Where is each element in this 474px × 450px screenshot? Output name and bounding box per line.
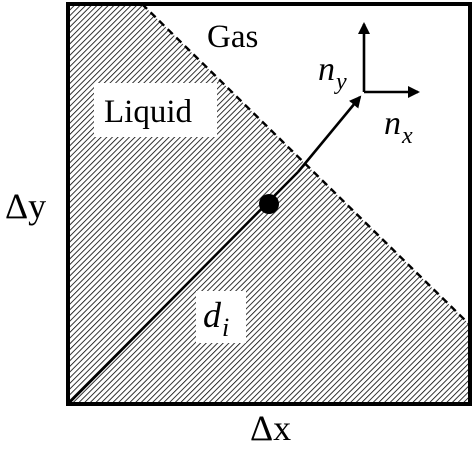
distance-line: [69, 171, 299, 403]
distance-label-box: [196, 291, 246, 343]
normal-arrow: [296, 95, 362, 173]
liquid-label: Liquid: [104, 94, 192, 130]
normal-y-label: ny: [318, 51, 347, 95]
cell-border: [66, 2, 472, 406]
liquid-label-box: [94, 83, 217, 137]
delta-x-label: Δx: [250, 408, 291, 448]
interface-centroid-dot: [259, 194, 279, 214]
gas-label: Gas: [207, 19, 258, 55]
distance-label: di: [203, 295, 229, 342]
normal-x-label: nx: [384, 105, 413, 149]
delta-y-label: Δy: [5, 186, 46, 226]
interface-line: [141, 3, 471, 326]
